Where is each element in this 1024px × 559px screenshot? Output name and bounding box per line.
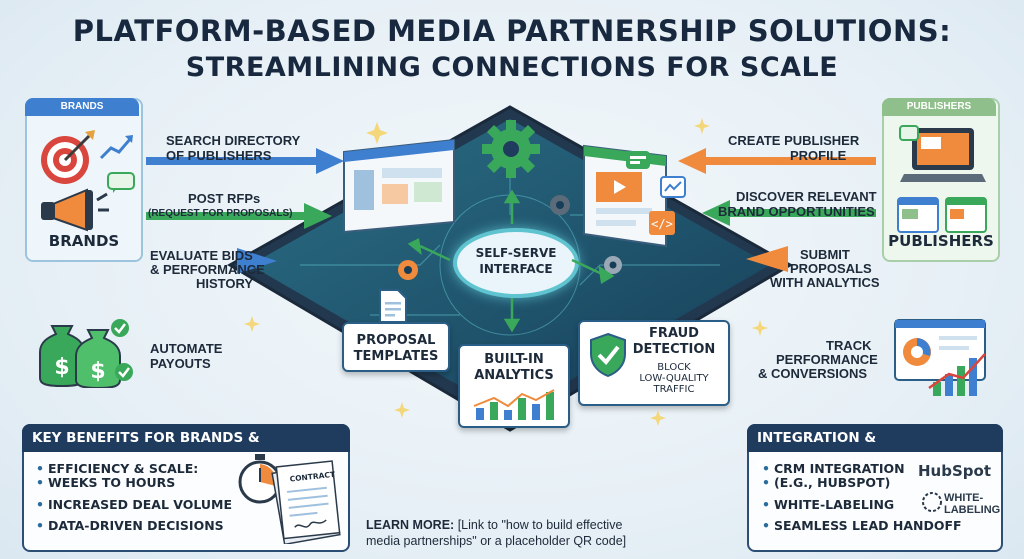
publisher-step-3-line-2: PROPOSALS [790, 261, 872, 276]
brands-label: BRANDS [48, 232, 120, 250]
fraud-sub-2: LOW-QUALITY [639, 373, 709, 384]
benefit-3: DATA-DRIVEN DECISIONS [36, 519, 224, 534]
brand-step-3-line-2: & PERFORMANCE [150, 262, 265, 277]
gear-icon-top [482, 120, 540, 178]
megaphone-icon [41, 188, 109, 232]
trend-icon [660, 176, 686, 198]
chat-icon [626, 151, 650, 169]
proposal-line-2: TEMPLATES [353, 349, 439, 364]
learn-more-link-text-1[interactable]: [Link to "how to build effective [457, 518, 623, 532]
browser-window-left [343, 138, 455, 234]
publisher-step-3-line-3: WITH ANALYTICS [770, 275, 880, 290]
benefit-1-line-2: WEEKS TO HOURS [36, 476, 175, 491]
publishers-card: PUBLISHERS PUBLISHERS [882, 98, 1000, 262]
analytics-line-1: BUILT-IN [484, 352, 544, 367]
integration-heading: INTEGRATION & CUSTOMIZATION [747, 424, 1003, 474]
built-in-analytics-box: BUILT-IN ANALYTICS [458, 344, 570, 428]
fraud-detection-box: FRAUD DETECTION BLOCK LOW-QUALITY TRAFFI… [578, 320, 730, 406]
target-icon [41, 130, 95, 184]
white-labeling-logo-icon [922, 492, 942, 512]
brand-step-1-line-2: OF PUBLISHERS [166, 148, 272, 163]
publisher-step-1-line-2: PROFILE [790, 148, 847, 163]
hub-connectors [407, 190, 615, 333]
publishers-label: PUBLISHERS [888, 232, 994, 250]
money-bags-icon: $ $ [39, 319, 133, 388]
arrow-discover-opportunities [702, 200, 876, 226]
title-line-2: STREAMLINING CONNECTIONS FOR SCALE [185, 52, 839, 83]
code-icon: </> [649, 211, 675, 235]
brands-card: BRANDS BRANDS [25, 98, 143, 262]
publisher-step-4-line-2: PERFORMANCE [776, 352, 878, 367]
learn-more-link-text-2[interactable]: media partnerships" or a placeholder QR … [366, 534, 627, 548]
brand-step-1-line-1: SEARCH DIRECTORY [166, 133, 301, 148]
integration-1-line-2: (E.G., HUBSPOT) [762, 476, 890, 491]
document-icon [379, 289, 407, 323]
white-labeling-logo-line-2: LABELING [944, 504, 1001, 516]
fraud-line-2: DETECTION [632, 342, 716, 357]
brand-step-3-line-3: HISTORY [196, 276, 254, 291]
proposal-line-1: PROPOSAL [356, 333, 436, 348]
publisher-step-4-line-3: & CONVERSIONS [758, 366, 868, 381]
fraud-line-1: FRAUD [649, 326, 699, 341]
arrow-post-rfps [146, 203, 332, 229]
hub-line-1: SELF-SERVE [475, 246, 557, 260]
title-line-1: PLATFORM-BASED MEDIA PARTNERSHIP SOLUTIO… [72, 14, 952, 48]
learn-more-line-1: LEARN MORE: [Link to "how to build effec… [366, 518, 622, 533]
performance-dashboard-icon [894, 319, 986, 396]
growth-arrow-icon [99, 135, 133, 160]
arrow-search-directory [146, 148, 344, 174]
brand-step-2-line-2: (REQUEST FOR PROPOSALS) [148, 208, 293, 219]
gear-icon-small-right [550, 195, 570, 215]
gear-icon-right [604, 256, 622, 274]
white-labeling-logo-line-1: WHITE- [944, 492, 984, 504]
learn-more-label: LEARN MORE: [366, 518, 455, 532]
brand-step-4-line-1: AUTOMATE [150, 341, 223, 356]
self-serve-hub: SELF-SERVE INTERFACE [453, 228, 579, 298]
arrow-create-profile [678, 148, 876, 174]
publishers-tab: PUBLISHERS [882, 98, 996, 116]
web-pages-icon [897, 197, 987, 233]
arrow-submit-proposals [746, 246, 788, 272]
arrow-evaluate-bids [237, 248, 277, 274]
shield-check-icon [590, 332, 626, 378]
brands-tab: BRANDS [25, 98, 139, 116]
analytics-line-2: ANALYTICS [474, 368, 554, 383]
hub-line-2: INTERFACE [479, 262, 553, 276]
gear-icon-left [398, 260, 418, 280]
benefit-2: INCREASED DEAL VOLUME [36, 498, 232, 513]
publisher-step-1-line-1: CREATE PUBLISHER [728, 133, 860, 148]
proposal-templates-box: PROPOSAL TEMPLATES [342, 322, 450, 372]
fraud-sub-1: BLOCK [657, 362, 691, 373]
contract-document-icon: CONTRACT [271, 460, 341, 544]
laptop-icon [899, 125, 986, 182]
svg-text:</>: </> [651, 217, 673, 231]
svg-text:$: $ [90, 359, 105, 384]
integration-3: SEAMLESS LEAD HANDOFF [762, 519, 962, 534]
brand-step-2-line-1: POST RFPs [188, 191, 261, 206]
publisher-step-2-line-2: BRAND OPPORTUNITIES [718, 204, 875, 219]
hubspot-logo: HubSpot [918, 462, 991, 480]
integration-1-line-1: CRM INTEGRATION [762, 462, 905, 477]
key-benefits-heading: KEY BENEFITS FOR BRANDS & PUBLISHERS [22, 424, 350, 474]
svg-text:$: $ [54, 355, 69, 380]
publisher-step-4-line-1: TRACK [826, 338, 872, 353]
fraud-sub-3: TRAFFIC [653, 384, 695, 395]
bar-chart-icon [473, 389, 555, 420]
brand-step-3-line-1: EVALUATE BIDS [150, 248, 253, 263]
publisher-step-3-line-1: SUBMIT [800, 247, 850, 262]
brand-step-4-line-2: PAYOUTS [150, 356, 211, 371]
stopwatch-icon [238, 454, 282, 504]
benefit-1-line-1: EFFICIENCY & SCALE: [36, 462, 198, 477]
chat-bubble-icon [107, 172, 135, 193]
publisher-step-2-line-1: DISCOVER RELEVANT [736, 189, 877, 204]
integration-2: WHITE-LABELING [762, 498, 894, 513]
